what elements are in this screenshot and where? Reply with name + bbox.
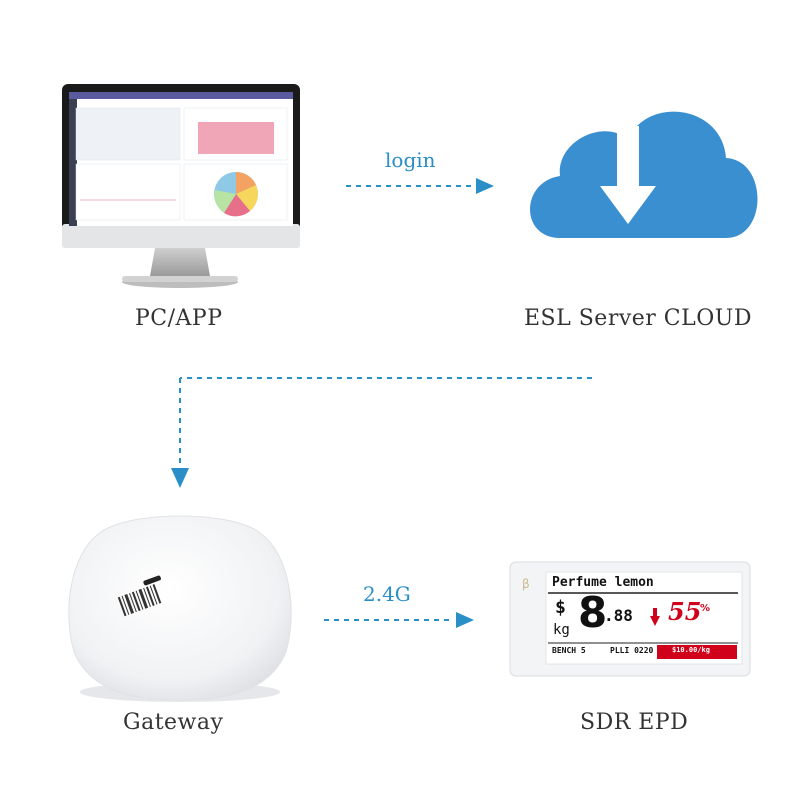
epd-price-decimal: .88 (604, 606, 633, 625)
wireless-gateway-icon (68, 515, 292, 702)
epd-footer-right: $10.00/kg (672, 646, 710, 654)
cloud-caption: ESL Server CLOUD (524, 306, 752, 331)
epd-promo-suffix: % (700, 603, 711, 614)
cloud-download-icon (530, 111, 758, 238)
pc-monitor-icon (62, 84, 300, 288)
edge-cloud-to-gateway-arrow (171, 377, 592, 488)
epd-logo: β (522, 577, 530, 591)
epd-currency: $ (555, 597, 566, 618)
gateway-caption: Gateway (123, 710, 224, 735)
epd-footer-mid: PLLI 0220 (610, 646, 654, 655)
epd-price-integer: 8 (578, 588, 608, 637)
e-paper-shelf-label-icon: β (509, 561, 751, 677)
frequency-label: 2.4G (363, 582, 411, 606)
epd-product-name: Perfume lemon (552, 575, 654, 590)
epd-caption: SDR EPD (580, 710, 689, 735)
epd-footer-left: BENCH 5 (552, 646, 586, 655)
epd-promo-value: 55 (668, 597, 702, 626)
barcode-icon (117, 584, 162, 617)
pc-caption: PC/APP (135, 306, 223, 331)
edge-2-4g-arrow (324, 612, 474, 628)
epd-unit: kg (553, 622, 570, 638)
edge-login-arrow (346, 178, 494, 194)
login-label: login (385, 148, 436, 172)
